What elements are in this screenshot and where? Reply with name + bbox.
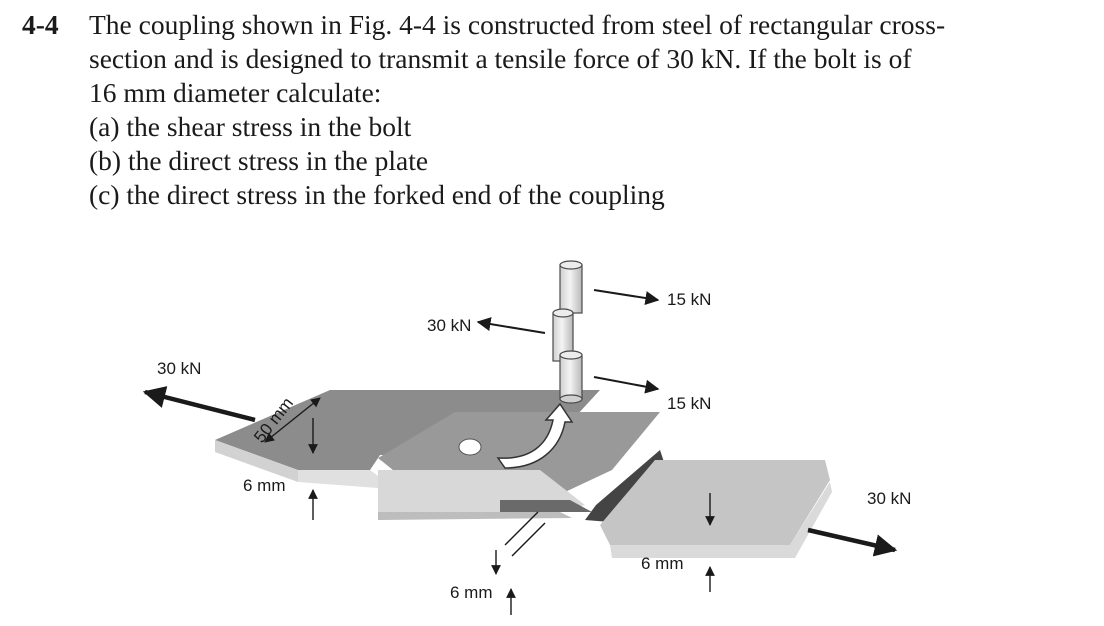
bolt-hole xyxy=(458,438,482,456)
thickness-fork-label: 6 mm xyxy=(450,583,493,602)
bolt-force-top-arrow xyxy=(593,289,660,305)
part-a: (a) the shear stress in the bolt xyxy=(89,111,412,142)
problem-number: 4-4 xyxy=(22,9,59,40)
part-c: (c) the direct stress in the forked end … xyxy=(89,179,665,210)
part-b: (b) the direct stress in the plate xyxy=(89,145,429,176)
thickness-left-label: 6 mm xyxy=(243,476,286,495)
problem-statement: 4-4 The coupling shown in Fig. 4-4 is co… xyxy=(22,8,1082,212)
statement-line-3: 16 mm diameter calculate: xyxy=(89,77,382,108)
bolt-force-top-label: 15 kN xyxy=(667,290,711,309)
problem-body: The coupling shown in Fig. 4-4 is constr… xyxy=(89,8,1082,212)
right-plate xyxy=(600,460,832,558)
bolt-assembly xyxy=(552,260,583,404)
left-force-label: 30 kN xyxy=(157,359,201,378)
thickness-right-label: 6 mm xyxy=(641,554,684,573)
statement-line-1: The coupling shown in Fig. 4-4 is constr… xyxy=(89,9,946,40)
left-force-arrow xyxy=(142,386,256,423)
statement-line-2: section and is designed to transmit a te… xyxy=(89,43,912,74)
bolt-force-left-label: 30 kN xyxy=(427,316,471,335)
right-force-label: 30 kN xyxy=(867,489,911,508)
insertion-arrow xyxy=(496,402,574,469)
bolt-force-left-arrow xyxy=(476,317,546,334)
bolt-force-bottom-arrow xyxy=(593,376,660,394)
dimension-lines xyxy=(264,397,715,615)
bolt-force-bottom-label: 15 kN xyxy=(667,394,711,413)
right-force-arrow xyxy=(807,527,898,557)
